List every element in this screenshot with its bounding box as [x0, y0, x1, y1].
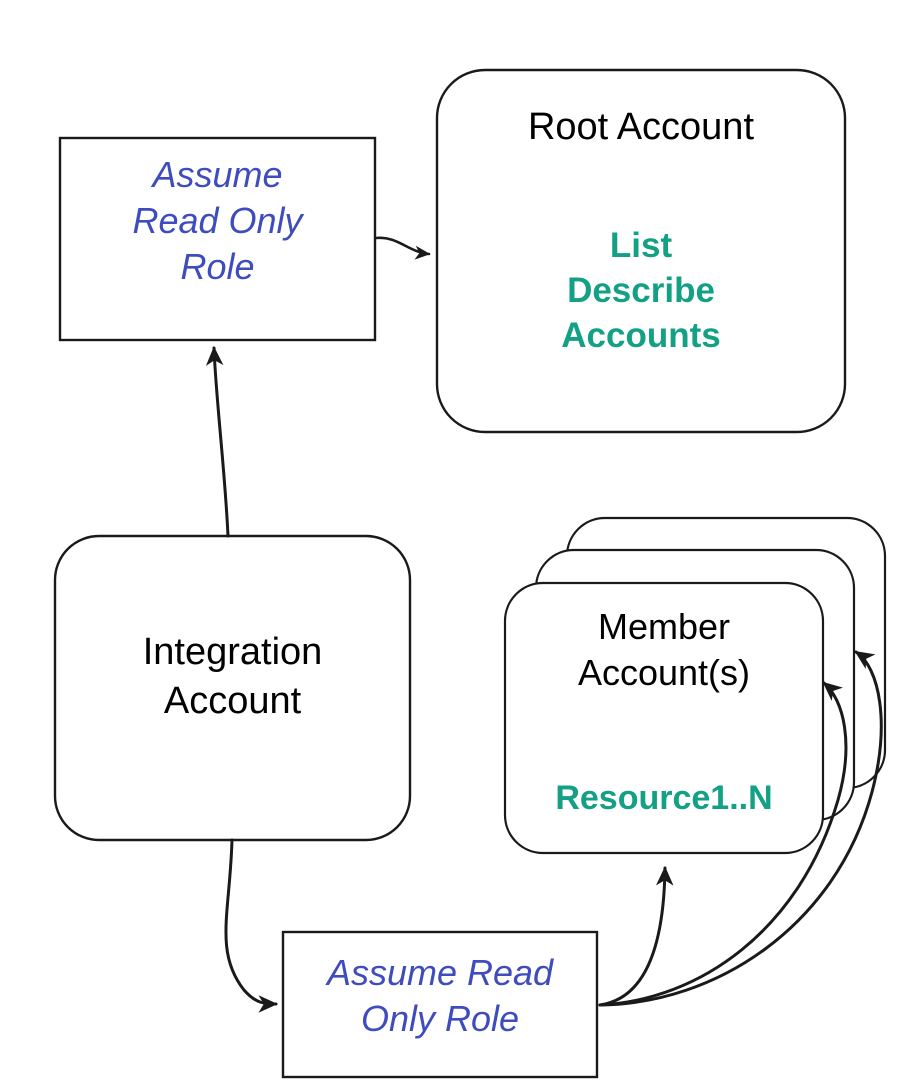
root-account-title: Root Account [527, 106, 755, 148]
edge-assume-role-top-to-root-account [374, 236, 431, 260]
member-accounts-stack[interactable] [503, 516, 887, 855]
member-account-resource-label: Resource1..N [555, 779, 773, 817]
edge-assume-role-bottom-to-member-middle [598, 681, 848, 1007]
assume-role-top-box[interactable] [58, 136, 377, 342]
assume-role-top-label: Assume Read Only Role [132, 154, 303, 288]
assume-role-bottom-label: Assume Read Only Role [326, 952, 554, 1040]
integration-account-label: Integration Account [142, 631, 323, 722]
root-account-box[interactable] [435, 68, 847, 434]
edge-integration-to-assume-role-top [205, 346, 230, 538]
edge-assume-role-bottom-to-member-front [598, 866, 674, 1007]
member-account-box-front[interactable] [503, 581, 825, 855]
edge-assume-role-bottom-to-member-back [598, 650, 883, 1007]
member-account-title: Member Account(s) [577, 606, 751, 694]
edge-integration-to-assume-role-bottom [224, 838, 278, 1013]
assume-role-bottom-box[interactable] [281, 930, 599, 1079]
root-account-actions: List Describe Accounts [561, 226, 721, 355]
